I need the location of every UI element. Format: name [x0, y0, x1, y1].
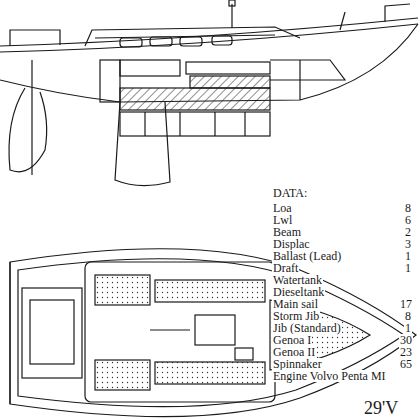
data-cell: 8	[404, 202, 412, 214]
data-cell: 6	[404, 214, 412, 226]
data-cell: 23	[399, 346, 413, 358]
data-cell: Ballast (Lead)	[272, 250, 342, 262]
data-cell: Displac	[272, 238, 311, 250]
data-cell: 30	[399, 334, 413, 346]
data-cell: Genoa I	[272, 334, 312, 346]
data-cell: Watertank	[272, 274, 323, 286]
data-cell: 2	[404, 226, 412, 238]
data-cell: Beam	[272, 226, 302, 238]
data-cell: 17	[399, 298, 413, 310]
data-cell: Storm Jib	[272, 310, 320, 322]
data-cell: Main sail	[272, 298, 319, 310]
data-cell: Genoa II	[272, 346, 316, 358]
data-cell: 8	[404, 310, 412, 322]
data-cell: Engine Volvo Penta MI	[272, 370, 387, 382]
data-cell: Draft	[272, 262, 299, 274]
data-cell: Loa	[272, 202, 293, 214]
data-cell: Lwl	[272, 214, 293, 226]
data-cell: 65	[399, 358, 413, 370]
data-cell: Spinnaker	[272, 358, 323, 370]
drawing-title: 29'V	[364, 399, 398, 417]
data-cell: 3	[404, 238, 412, 250]
data-cell: 1	[404, 250, 412, 262]
data-heading: DATA:	[272, 187, 308, 199]
data-cell: 1	[404, 322, 412, 334]
data-cell: 1	[404, 262, 412, 274]
data-cell: Jib (Standard)	[272, 322, 342, 334]
data-cell: Dieseltank	[272, 286, 325, 298]
